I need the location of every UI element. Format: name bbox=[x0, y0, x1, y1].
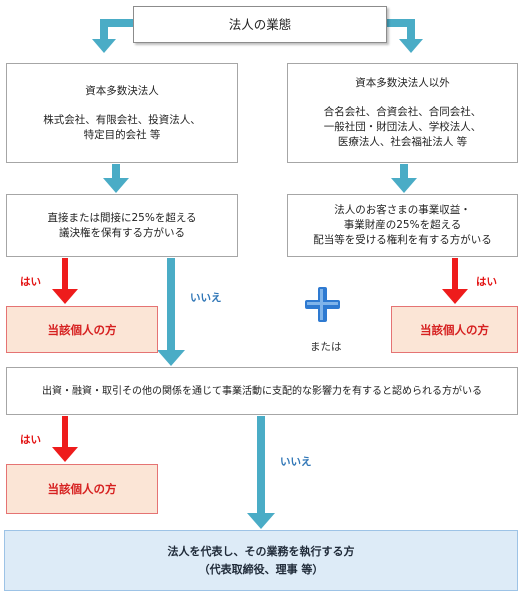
right-person-text: 当該個人の方 bbox=[420, 322, 489, 337]
right-person-box: 当該個人の方 bbox=[391, 306, 518, 353]
plus-icon bbox=[305, 287, 340, 322]
arrow-influence-yes-head bbox=[52, 447, 78, 462]
left-person-box: 当該個人の方 bbox=[6, 306, 158, 353]
arrow-title-to-left-head bbox=[92, 39, 116, 53]
left-condition-line-2: 議決権を保有する方がいる bbox=[59, 226, 185, 239]
arrow-left-no-head bbox=[157, 350, 185, 366]
right-type-example-1: 合名会社、合資会社、合同会社、 bbox=[323, 106, 482, 118]
arrow-title-to-left bbox=[100, 19, 133, 39]
influence-condition-text: 出資・融資・取引その他の関係を通じて事業活動に支配的な影響力を有すると認められる… bbox=[42, 385, 482, 397]
influence-person-text: 当該個人の方 bbox=[47, 482, 117, 496]
right-type-example-3: 医療法人、社会福祉法人 等 bbox=[337, 136, 468, 148]
right-type-example-2: 一般社団・財団法人、学校法人、 bbox=[323, 121, 482, 133]
right-condition-line-2: 事業財産の25%を超える bbox=[343, 219, 462, 231]
arrow-right-type-down-head bbox=[391, 178, 417, 193]
arrow-title-to-right bbox=[387, 19, 415, 39]
left-type-heading: 資本多数決法人 bbox=[85, 84, 159, 97]
final-line-2: （代表取締役、理事 等） bbox=[198, 562, 324, 576]
right-condition-box: 法人のお客さまの事業収益・ 事業財産の25%を超える 配当等を受ける権利を有する… bbox=[287, 194, 518, 257]
arrow-left-yes bbox=[62, 258, 68, 290]
left-type-box: 資本多数決法人 株式会社、有限会社、投資法人、 特定目的会社 等 bbox=[6, 63, 238, 163]
left-type-example-1: 株式会社、有限会社、投資法人、 bbox=[43, 113, 201, 126]
left-person-text: 当該個人の方 bbox=[47, 322, 117, 337]
arrow-influence-no-head bbox=[247, 513, 275, 529]
left-no-label: いいえ bbox=[190, 292, 222, 304]
influence-no-label: いいえ bbox=[280, 456, 312, 468]
right-condition-line-1: 法人のお客さまの事業収益・ bbox=[334, 204, 471, 216]
arrow-influence-yes bbox=[62, 416, 68, 448]
left-yes-label: はい bbox=[20, 276, 41, 288]
left-condition-line-1: 直接または間接に25%を超える bbox=[47, 211, 197, 224]
influence-person-box: 当該個人の方 bbox=[6, 464, 158, 514]
title-text: 法人の業態 bbox=[228, 17, 292, 32]
arrow-left-type-down-head bbox=[103, 178, 129, 193]
influence-condition-box: 出資・融資・取引その他の関係を通じて事業活動に支配的な影響力を有すると認められる… bbox=[6, 367, 518, 415]
left-condition-box: 直接または間接に25%を超える 議決権を保有する方がいる bbox=[6, 194, 238, 257]
influence-yes-label: はい bbox=[20, 434, 41, 446]
arrow-influence-no bbox=[257, 416, 265, 513]
final-line-1: 法人を代表し、その業務を執行する方 bbox=[167, 544, 355, 558]
title-box: 法人の業態 bbox=[133, 6, 387, 43]
arrow-right-yes-head bbox=[442, 289, 468, 304]
arrow-title-to-right-head bbox=[399, 39, 423, 53]
arrow-left-yes-head bbox=[52, 289, 78, 304]
arrow-left-no bbox=[167, 258, 175, 350]
right-condition-line-3: 配当等を受ける権利を有する方がいる bbox=[313, 234, 492, 246]
left-type-example-2: 特定目的会社 等 bbox=[83, 128, 161, 141]
right-type-heading: 資本多数決法人以外 bbox=[355, 77, 450, 89]
right-type-box: 資本多数決法人以外 合名会社、合資会社、合同会社、 一般社団・財団法人、学校法人… bbox=[287, 63, 518, 163]
final-box: 法人を代表し、その業務を執行する方 （代表取締役、理事 等） bbox=[4, 530, 518, 591]
arrow-left-type-down bbox=[112, 164, 120, 178]
right-yes-label: はい bbox=[476, 276, 497, 288]
or-label: または bbox=[310, 341, 342, 353]
arrow-right-type-down bbox=[400, 164, 408, 178]
arrow-right-yes bbox=[452, 258, 458, 290]
